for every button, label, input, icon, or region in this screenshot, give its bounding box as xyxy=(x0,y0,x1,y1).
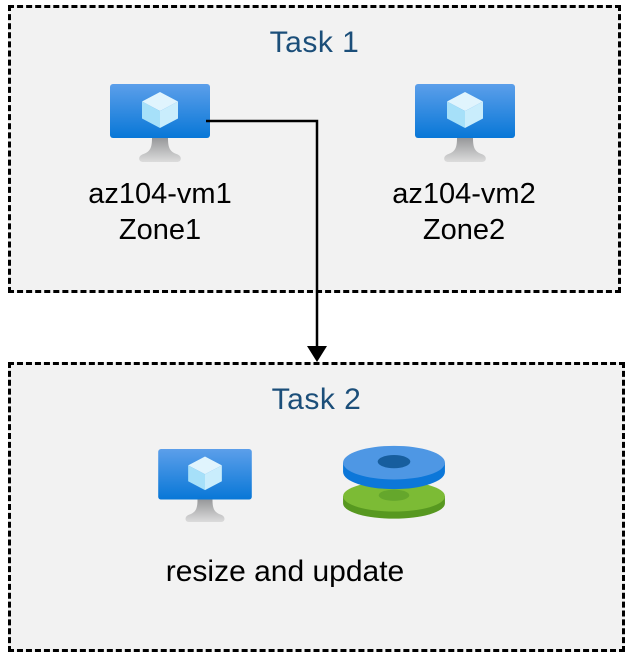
azure-vm-icon xyxy=(110,84,210,167)
vm1-name: az104-vm1 xyxy=(88,178,232,210)
azure-vm-icon xyxy=(415,84,515,167)
vm2-label: az104-vm2 Zone2 xyxy=(354,176,574,248)
vm2-zone: Zone2 xyxy=(422,214,506,246)
task1-box: Task 1 az104-vm1 Zone1 az104-vm2 Zone2 xyxy=(8,5,621,293)
task2-box: Task 2 resize and update xyxy=(8,362,625,652)
vm1-label: az104-vm1 Zone1 xyxy=(50,176,270,248)
task1-title: Task 1 xyxy=(269,26,360,59)
task2-title: Task 2 xyxy=(271,383,362,416)
task2-caption: resize and update xyxy=(165,555,405,588)
azure-vm-icon xyxy=(158,449,252,527)
vm2-name: az104-vm2 xyxy=(392,178,536,210)
vm1-zone: Zone1 xyxy=(118,214,202,246)
azure-disks-icon xyxy=(340,445,448,524)
